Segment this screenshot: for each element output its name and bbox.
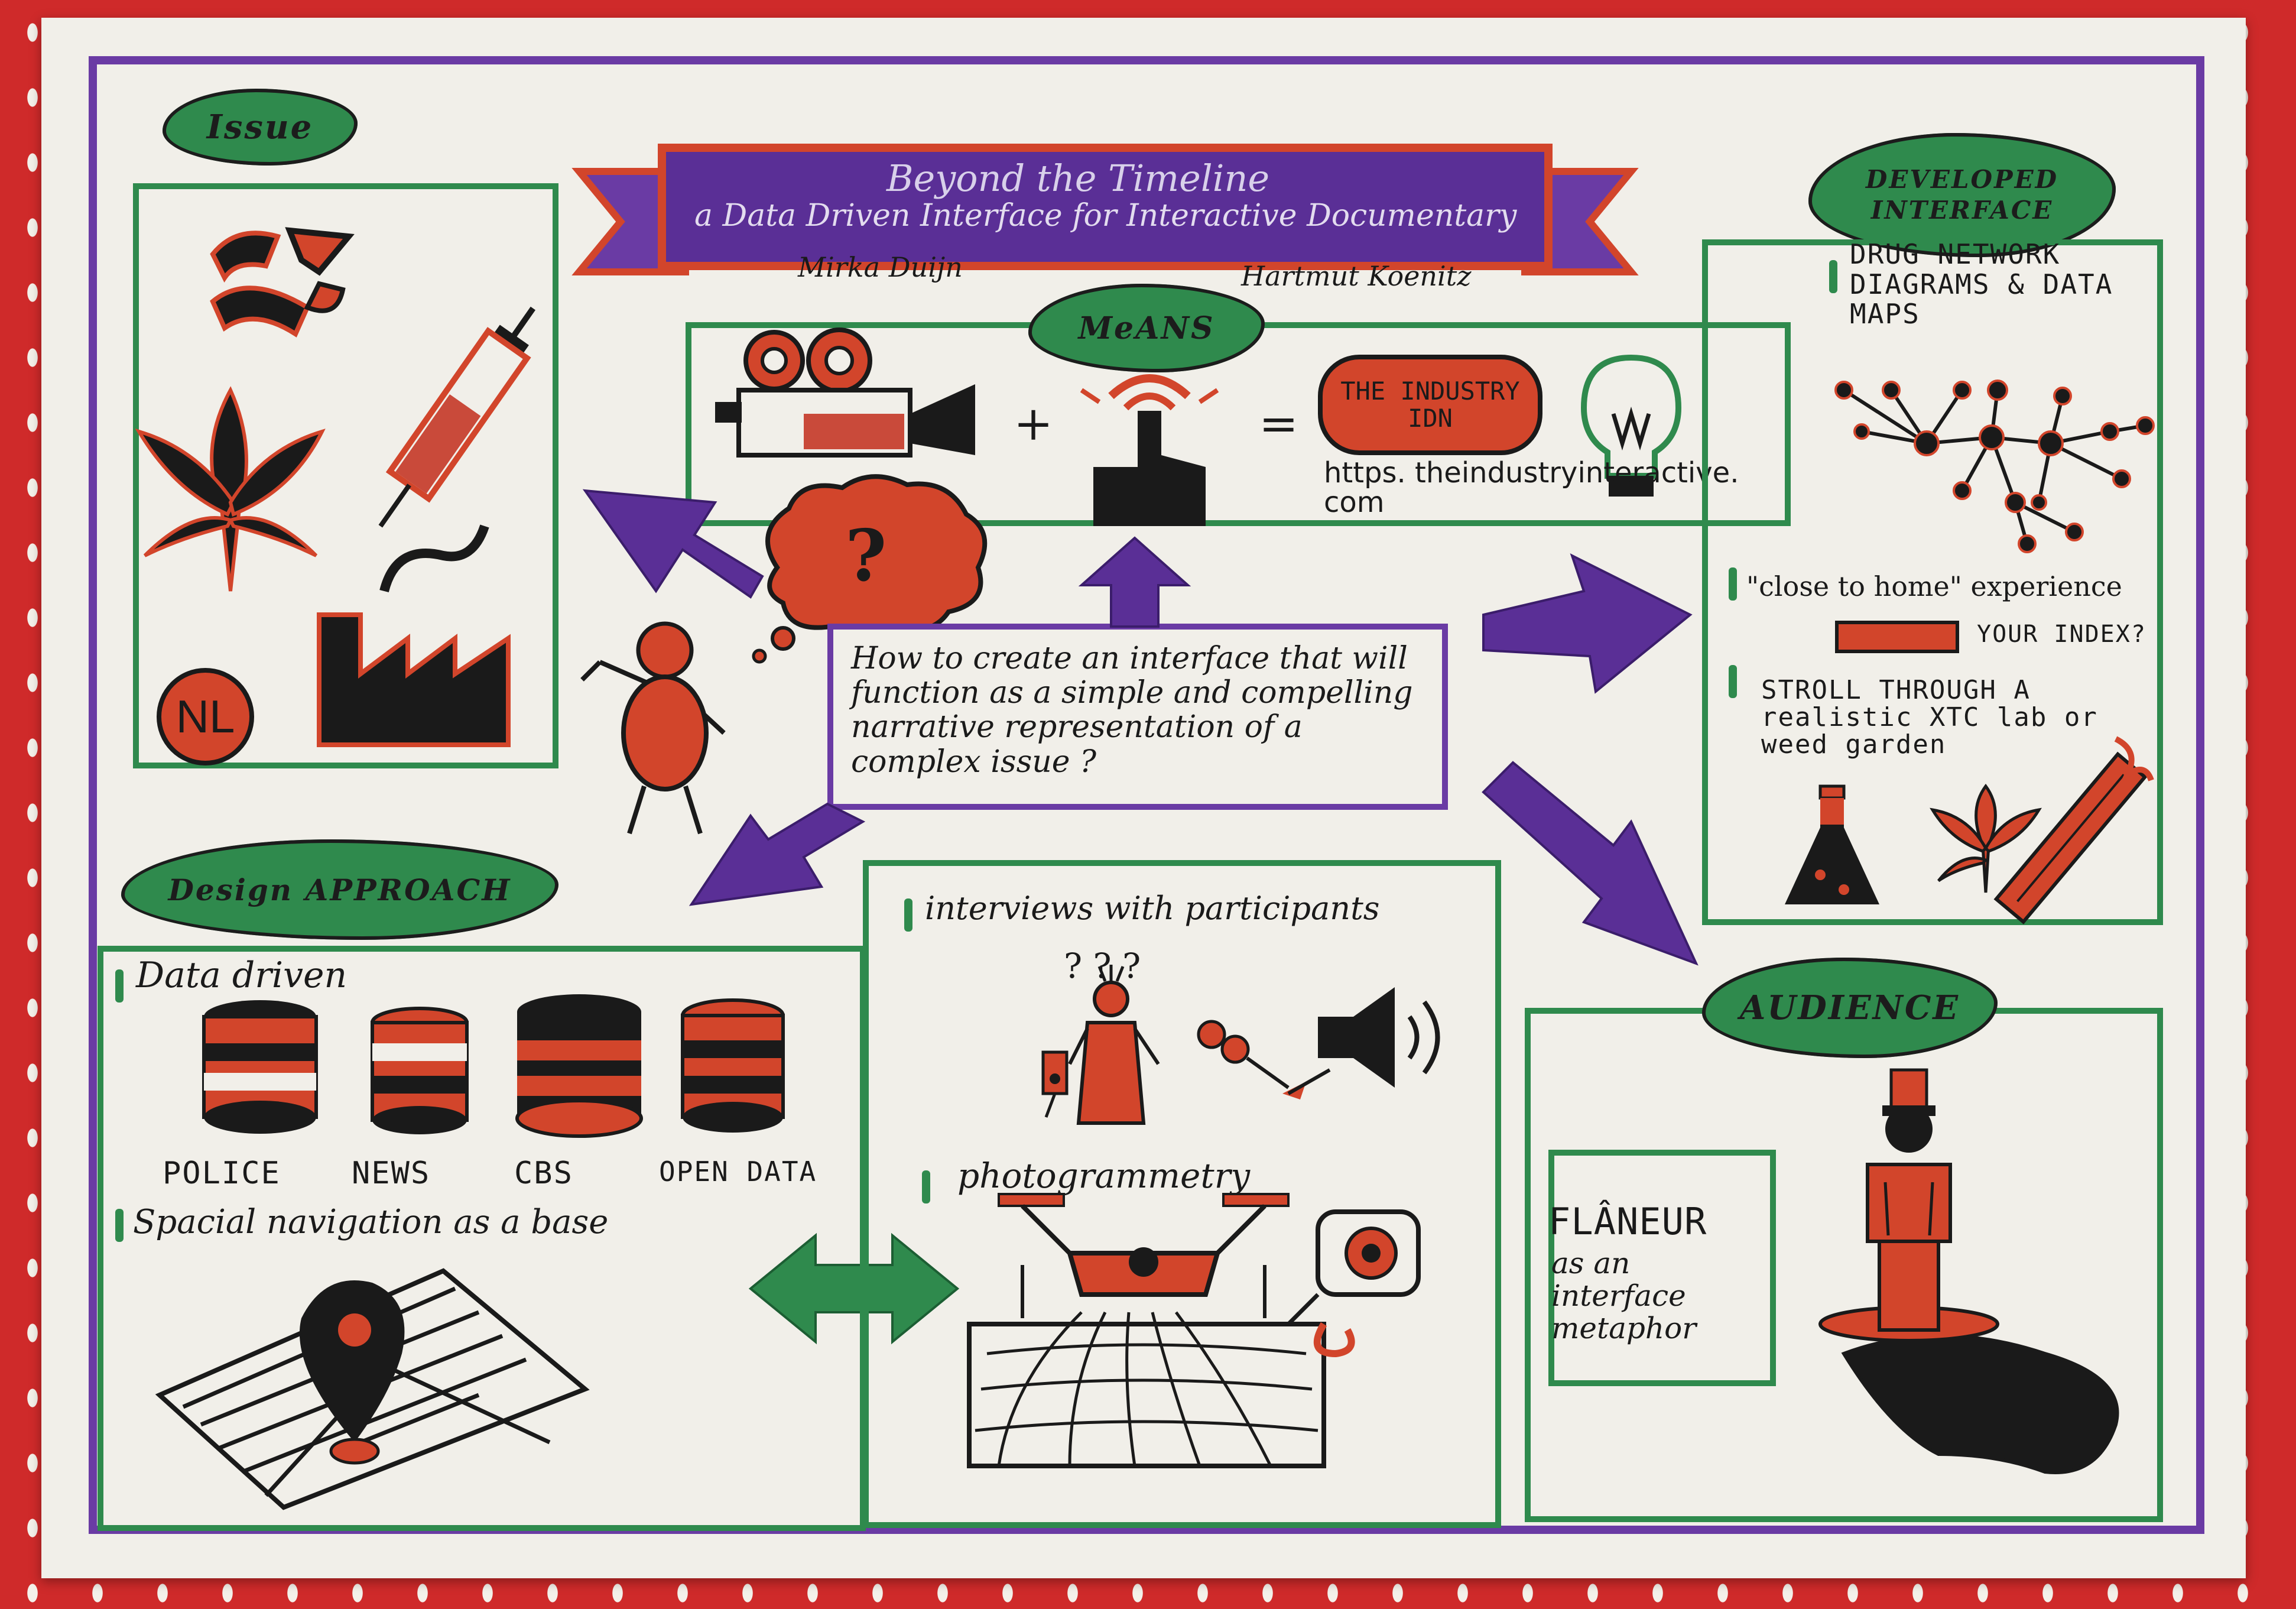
syringe-icon (378, 306, 536, 528)
research-box (863, 860, 1501, 1528)
network-diagram-icon (1834, 379, 2155, 553)
flaneur-box (1548, 1150, 1776, 1386)
item-marker-data-driven (115, 969, 124, 1003)
photogrammetry-text: photogrammetry (957, 1156, 1251, 1196)
database-police-icon (202, 1000, 318, 1134)
interview-question-marks: ? ? ? (1064, 946, 1141, 986)
item-marker-interviews (904, 898, 912, 932)
flaneur-top-hat-figure (1818, 1068, 2119, 1474)
source-news: NEWS (352, 1156, 431, 1191)
your-index-text: YOUR INDEX? (1977, 621, 2146, 648)
touch-finger-icon (1080, 374, 1219, 526)
author-left: Mirka Duijn (798, 251, 963, 283)
camera-lens-icon (1287, 1209, 1421, 1358)
interviewee-figure (1041, 965, 1160, 1125)
cannabis-leaf-icon (135, 386, 326, 592)
issue-label: Issue (206, 108, 314, 147)
industry-idn-text: The Industry IDN (1340, 376, 1520, 433)
nl-badge-text: NL (176, 690, 235, 742)
weed-plant-icon (1930, 783, 2042, 893)
thinking-person-figure (580, 621, 726, 835)
database-open-data-icon (681, 998, 785, 1133)
issue-box (133, 183, 558, 768)
developed-interface-cloud-label: DEVELOPED INTERFACE (1808, 133, 2116, 257)
question-box: How to create an interface that will fun… (827, 624, 1448, 810)
flaneur-subtitle: as an interface metaphor (1551, 1246, 1697, 1345)
database-news-icon (371, 1007, 469, 1134)
interviews-text: interviews with participants (925, 890, 1380, 927)
lightbulb-icon (1580, 354, 1682, 497)
index-bar (1835, 621, 1959, 653)
issue-cloud-label: Issue (163, 89, 358, 166)
source-open-data: OPEN DATA (659, 1156, 817, 1188)
industry-idn-pill: The Industry IDN (1318, 355, 1542, 455)
factory-icon (317, 524, 511, 747)
item-marker-spacial (115, 1209, 124, 1242)
microphone-icon (1197, 1020, 1290, 1089)
spacial-navigation-text: Spacial navigation as a base (133, 1203, 609, 1241)
developed-interface-label: DEVELOPED INTERFACE (1865, 164, 2059, 225)
pills-icon (210, 227, 355, 338)
item-marker-1 (1829, 260, 1837, 293)
means-cloud-label: MeANS (1028, 284, 1265, 372)
close-to-home-text: "close to home" experience (1746, 570, 2122, 602)
source-cbs: CBS (514, 1156, 573, 1191)
banner-title: Beyond the Timeline (886, 157, 1270, 200)
lab-flask-icon (1785, 784, 1879, 904)
speaker-icon (1282, 987, 1440, 1099)
banner-subtitle: a Data Driven Interface for Interactive … (694, 198, 1517, 233)
item-marker-3 (1729, 665, 1737, 698)
question-mark: ? (845, 514, 887, 598)
means-label: MeANS (1078, 310, 1215, 346)
source-police: POLICE (163, 1156, 281, 1191)
item-marker-2 (1729, 567, 1737, 601)
stroll-through-text: STROLL THROUGH A realistic XTC lab or we… (1761, 675, 2098, 760)
drone-scan-icon (967, 1193, 1326, 1468)
developed-interface-box (1702, 239, 2163, 925)
thought-cloud (752, 474, 988, 664)
audience-cloud-label: AUDIENCE (1702, 958, 1998, 1058)
nl-badge: NL (157, 668, 254, 765)
drug-network-text: DRUG NETWORK DIAGRAMS & DATA MAPS (1850, 238, 2113, 330)
item-marker-photogrammetry (922, 1170, 930, 1203)
design-approach-cloud-label: Design APPROACH (121, 839, 558, 940)
map-pin-icon (155, 1268, 590, 1510)
title-banner-ribbon (571, 144, 1639, 275)
flaneur-title: FLÂNEUR (1548, 1200, 1707, 1243)
means-equals: = (1259, 396, 1299, 451)
industry-url: https. theindustryinteractive. com (1324, 456, 1739, 520)
database-cbs-icon (515, 994, 643, 1138)
audience-label: AUDIENCE (1739, 988, 1960, 1027)
question-text: How to create an interface that will fun… (851, 641, 1413, 780)
pipe-icon (1993, 736, 2154, 924)
author-right: Hartmut Koenitz (1241, 260, 1472, 292)
double-green-arrow (748, 1232, 960, 1345)
design-approach-label: Design APPROACH (168, 872, 512, 907)
data-driven-text: Data driven (136, 955, 348, 996)
means-plus: + (1014, 396, 1054, 451)
film-camera-icon (715, 327, 975, 458)
